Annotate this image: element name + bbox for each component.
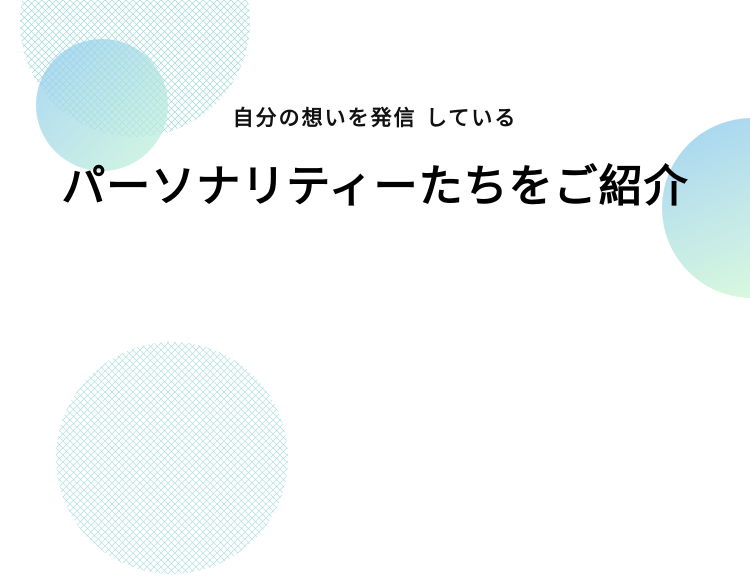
- gradient-circle-right: [662, 118, 750, 298]
- section-title: パーソナリティーたちをご紹介: [61, 161, 689, 212]
- hatched-circle-bottom: [56, 342, 288, 574]
- gradient-circle-top-left: [36, 39, 168, 171]
- section-subtitle: 自分の想いを発信 している: [232, 106, 518, 130]
